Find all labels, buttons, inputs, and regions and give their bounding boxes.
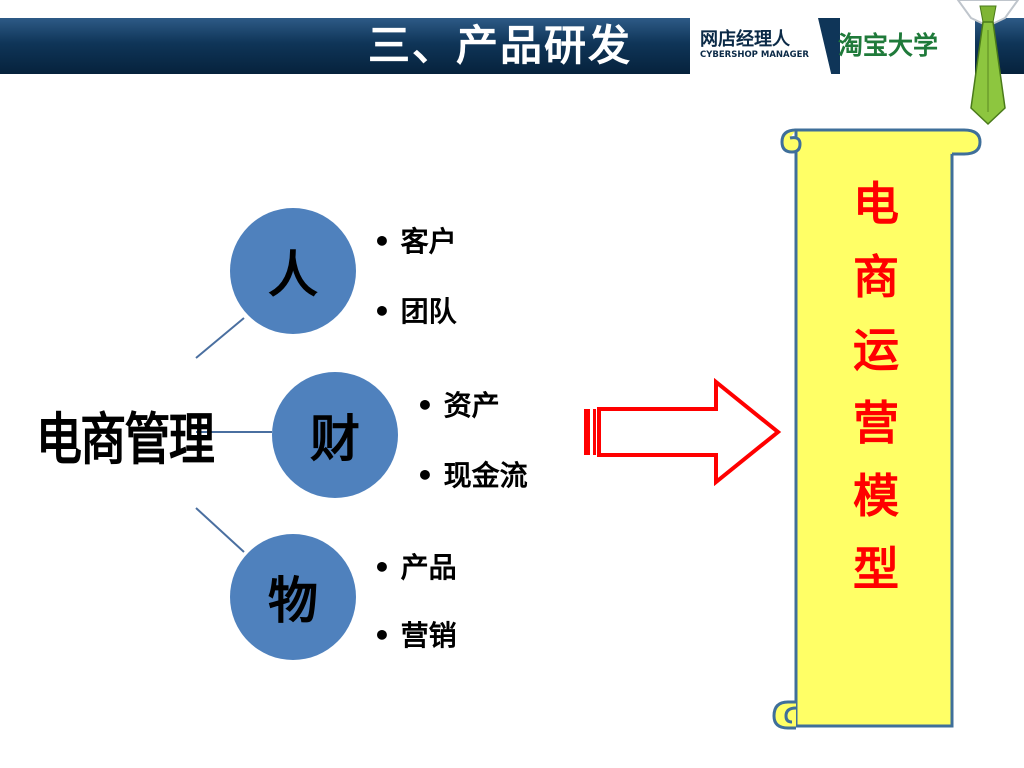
bullet-item-text: 营销	[400, 619, 457, 652]
tie-icon	[956, 0, 1020, 126]
bullet-item: • 现金流	[416, 459, 528, 492]
target-char: 模	[853, 469, 899, 523]
bullet-item-text: 产品	[400, 551, 457, 584]
target-char: 营	[853, 396, 899, 450]
page-title: 三、产品研发	[367, 21, 632, 70]
node-label-finance: 财	[310, 410, 360, 468]
bullet-item: • 团队	[373, 295, 457, 328]
bullet-item: • 客户	[373, 225, 457, 258]
connector-person	[195, 317, 245, 359]
bullet-item-text: 现金流	[443, 459, 528, 492]
target-text: 电 商 运 营 模 型	[826, 168, 926, 606]
target-char: 运	[853, 323, 899, 377]
node-circle-goods: 物	[230, 534, 356, 660]
bullet-item: • 产品	[373, 551, 457, 584]
logo-left-cn: 网店经理人	[700, 29, 790, 50]
bullet-item-text: 资产	[443, 389, 500, 422]
target-char: 型	[853, 542, 899, 596]
cybershop-manager-logo: 网店经理人 CYBERSHOP MANAGER	[700, 30, 830, 64]
node-circle-finance: 财	[272, 372, 398, 498]
bullet-item: • 资产	[416, 389, 500, 422]
node-label-person: 人	[268, 246, 318, 304]
bullet-item-text: 团队	[400, 295, 457, 328]
taobao-university-logo: 淘宝大学	[838, 31, 939, 60]
root-label: 电商管理	[36, 408, 215, 473]
bullet-item: • 营销	[373, 619, 457, 652]
target-char: 电	[853, 177, 899, 231]
node-circle-person: 人	[230, 208, 356, 334]
target-char: 商	[853, 250, 899, 304]
logo-left-en: CYBERSHOP MANAGER	[700, 50, 809, 60]
node-label-goods: 物	[268, 572, 318, 630]
bullet-item-text: 客户	[400, 225, 457, 258]
scroll-banner-icon	[772, 128, 982, 730]
connector-goods	[195, 507, 245, 553]
right-arrow-icon	[584, 378, 782, 486]
